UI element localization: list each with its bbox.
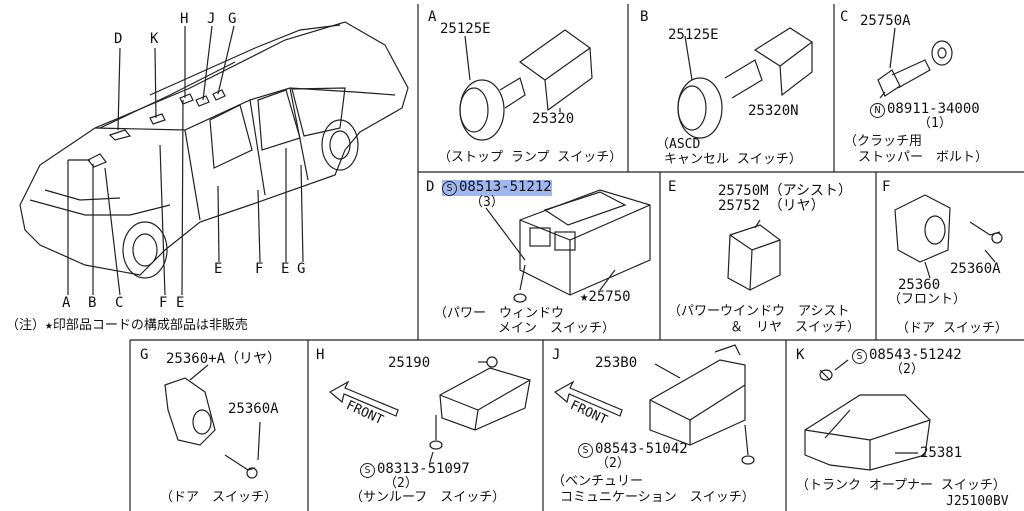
panel-b-caption1: （ASCD xyxy=(656,137,701,152)
panel-f-drawing xyxy=(894,194,1003,279)
panel-j-drawing xyxy=(553,344,755,465)
car-illustration xyxy=(19,21,409,279)
panel-d-qty: （3） xyxy=(470,195,504,210)
panel-g-part2: 25360A xyxy=(228,401,279,417)
car-callout-k: K xyxy=(150,31,159,47)
panel-f-letter: F xyxy=(882,179,891,195)
panel-k-screw-number: 08543-51242 xyxy=(869,347,962,363)
panel-e-part1: 25750M（アシスト） xyxy=(718,183,853,199)
panel-f-part2: 25360A xyxy=(950,261,1001,277)
panel-d-letter: D xyxy=(426,179,435,195)
panel-a-part1: 25125E xyxy=(440,21,491,37)
panel-a-caption: （ストップ ランプ スイッチ） xyxy=(438,150,623,165)
car-callout-b: B xyxy=(88,295,97,311)
panel-k-qty: （2） xyxy=(890,362,924,377)
panel-b-drawing xyxy=(677,27,814,139)
car-callout-g: G xyxy=(228,11,237,27)
panel-g-drawing xyxy=(164,364,261,479)
panel-e-drawing xyxy=(727,219,781,291)
panel-e-letter: E xyxy=(668,179,677,195)
panel-a-part2: 25320 xyxy=(532,111,575,127)
car-callout-c: C xyxy=(115,295,124,311)
panel-j-caption1: （ベンチュリー xyxy=(552,474,644,489)
panel-d-screw-number: 08513-51212 xyxy=(459,179,552,195)
panel-k-caption: （トランク オープナー スイッチ） xyxy=(796,478,1006,493)
panel-h-qty: （2） xyxy=(384,476,418,491)
panel-d-part: ★25750 xyxy=(580,289,631,305)
panel-f-part1: 25360 xyxy=(898,277,941,293)
panel-d-caption1: （パワー ウィンドウ xyxy=(434,306,565,321)
panel-b-letter: B xyxy=(640,9,649,25)
panel-c-bolt-number: 08911-34000 xyxy=(887,101,980,117)
panel-c-caption2: ストッパー ボルト） xyxy=(858,150,989,165)
panel-e-caption1: （パワーウインドウ アシスト xyxy=(668,304,850,319)
n-circle-icon: N xyxy=(870,103,885,118)
panel-h-part1: 25190 xyxy=(388,355,431,371)
s-circle-icon: S xyxy=(360,463,375,478)
panel-h-screw-number: 08313-51097 xyxy=(377,461,470,477)
panel-k-letter: K xyxy=(796,347,805,363)
panel-c-caption1: （クラッチ用 xyxy=(844,134,923,149)
panel-a-letter: A xyxy=(428,9,437,25)
panel-c-drawing xyxy=(877,27,953,99)
panel-j-part1: 253B0 xyxy=(595,355,638,371)
panel-c-part1: 25750A xyxy=(860,13,911,29)
panel-c-letter: C xyxy=(840,9,849,25)
panel-f-caption: （ドア スイッチ） xyxy=(896,321,1008,336)
panel-g-letter: G xyxy=(140,347,149,363)
panel-k-drawing xyxy=(804,359,931,471)
panel-a-drawing xyxy=(459,29,593,141)
car-callout-g2: G xyxy=(297,261,306,277)
panel-d-drawing xyxy=(485,189,651,303)
panel-e-caption2: ＆ リヤ スイッチ） xyxy=(730,320,861,335)
panel-h-letter: H xyxy=(316,347,325,363)
panel-c-qty: （1） xyxy=(918,116,952,131)
s-circle-icon: S xyxy=(852,349,867,364)
panel-h-caption: （サンルーフ スイッチ） xyxy=(350,490,506,505)
car-callout-e2: E xyxy=(214,261,223,277)
s-circle-icon: S xyxy=(578,443,593,458)
panel-j-caption2: コミュニケーション スイッチ） xyxy=(560,490,755,505)
car-callout-e3: E xyxy=(281,261,290,277)
car-callout-a: A xyxy=(62,295,71,311)
car-callout-e: E xyxy=(176,295,185,311)
panel-j-letter: J xyxy=(552,347,561,363)
panel-k-part1: 25381 xyxy=(920,445,963,461)
diagram-code: J25100BV xyxy=(946,494,1009,509)
s-circle-icon: S xyxy=(442,181,457,196)
car-callout-h: H xyxy=(180,11,189,27)
panel-j-qty: （2） xyxy=(596,456,630,471)
car-callout-j: J xyxy=(207,11,216,27)
panel-b-caption2: キャンセル スイッチ） xyxy=(664,152,802,167)
car-leaders xyxy=(67,25,304,296)
panel-f-part1b: （フロント） xyxy=(888,292,967,307)
panel-j-screw-number: 08543-51042 xyxy=(595,441,688,457)
panel-b-part2: 25320N xyxy=(748,103,799,119)
footnote: （注）★印部品コードの構成部品は非販売 xyxy=(6,318,248,333)
car-callout-d: D xyxy=(114,31,123,47)
car-callout-f2: F xyxy=(255,261,264,277)
panel-b-part1: 25125E xyxy=(668,27,719,43)
panel-g-caption: （ドア スイッチ） xyxy=(160,490,278,505)
car-callout-f: F xyxy=(159,295,168,311)
panel-g-part1: 25360+A（リヤ） xyxy=(166,351,282,367)
panel-d-caption2: メイン スイッチ） xyxy=(498,321,616,336)
panel-e-part2: 25752 （リヤ） xyxy=(718,198,825,214)
panel-h-drawing xyxy=(328,356,531,463)
